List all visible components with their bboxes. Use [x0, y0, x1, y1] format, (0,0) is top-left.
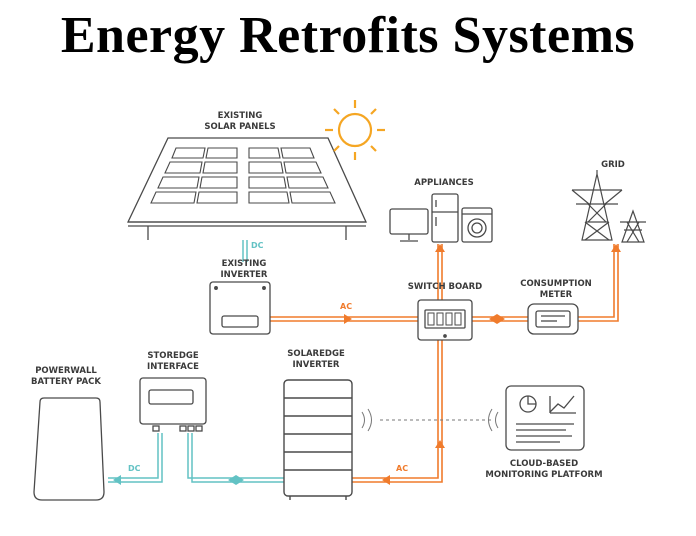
ac-line-grid-2	[578, 244, 619, 322]
ac-arrow-meter-right	[497, 314, 505, 324]
component-labels: EXISTING SOLAR PANELS EXISTING INVERTER …	[31, 111, 625, 480]
ac-arrow-top	[344, 314, 352, 324]
dc-arrow-battery	[113, 475, 121, 485]
wireless-waves-right	[488, 408, 499, 432]
dc-line-storedge	[187, 433, 284, 479]
storedge-interface-label-2: INTERFACE	[147, 362, 199, 372]
grid-towers-icon	[571, 170, 646, 243]
storedge-interface-label-1: STOREDGE	[147, 351, 199, 361]
solaredge-inverter-label-1: SOLAREDGE	[287, 349, 345, 359]
dc-line-storedge-2	[191, 433, 284, 483]
appliances-label: APPLIANCES	[414, 178, 473, 188]
ac-line-grid	[578, 244, 615, 318]
powerwall-label-1: POWERWALL	[35, 366, 97, 376]
grid-label: GRID	[601, 160, 625, 170]
ac-arrow-appliances	[435, 244, 445, 252]
ac-bottom-flow-label: AC	[396, 464, 408, 473]
diagram-title: Energy Retrofits Systems	[60, 7, 636, 64]
dc-line-battery-2	[108, 433, 163, 483]
cloud-platform-label-1: CLOUD-BASED	[510, 459, 578, 469]
existing-inverter-icon	[209, 281, 271, 335]
existing-inverter-label-1: EXISTING	[222, 259, 267, 269]
switch-board-icon	[417, 299, 473, 341]
ac-arrow-meter-left	[489, 314, 497, 324]
powerwall-label-2: BATTERY PACK	[31, 377, 101, 387]
existing-inverter-label-2: INVERTER	[221, 270, 268, 280]
dc-line-battery	[108, 433, 159, 479]
switch-board-label: SWITCH BOARD	[408, 282, 482, 292]
existing-solar-panels-label-1: EXISTING	[218, 111, 263, 121]
sun-icon	[325, 100, 385, 160]
solaredge-inverter-label-2: INVERTER	[293, 360, 340, 370]
dc-panels-flow-label: DC	[251, 241, 264, 250]
solaredge-inverter-icon	[283, 379, 353, 500]
solar-panels-icon	[126, 137, 368, 240]
ac-arrow-left	[382, 475, 390, 485]
consumption-meter-icon	[527, 303, 579, 335]
consumption-meter-label-2: METER	[540, 290, 573, 300]
ac-arrow-up	[435, 440, 445, 448]
storedge-interface-icon	[139, 377, 207, 432]
cloud-platform-label-2: MONITORING PLATFORM	[485, 470, 602, 480]
dc-arrow-storedge-r	[236, 475, 244, 485]
wireless-waves-left	[361, 408, 372, 432]
ac-line-solaredge-2	[352, 340, 443, 483]
ac-arrow-grid	[611, 244, 621, 252]
existing-solar-panels-label-2: SOLAR PANELS	[204, 122, 275, 132]
consumption-meter-label-1: CONSUMPTION	[520, 279, 592, 289]
appliances-icon	[389, 193, 493, 243]
monitoring-tablet-icon	[505, 385, 585, 451]
ac-top-flow-label: AC	[340, 302, 352, 311]
powerwall-battery-icon	[33, 397, 105, 501]
dc-battery-flow-label: DC	[128, 464, 141, 473]
dc-arrow-storedge-l	[228, 475, 236, 485]
connection-lines	[108, 240, 621, 485]
flow-labels: DC AC AC DC	[128, 241, 408, 473]
ac-line-solaredge	[352, 340, 439, 479]
